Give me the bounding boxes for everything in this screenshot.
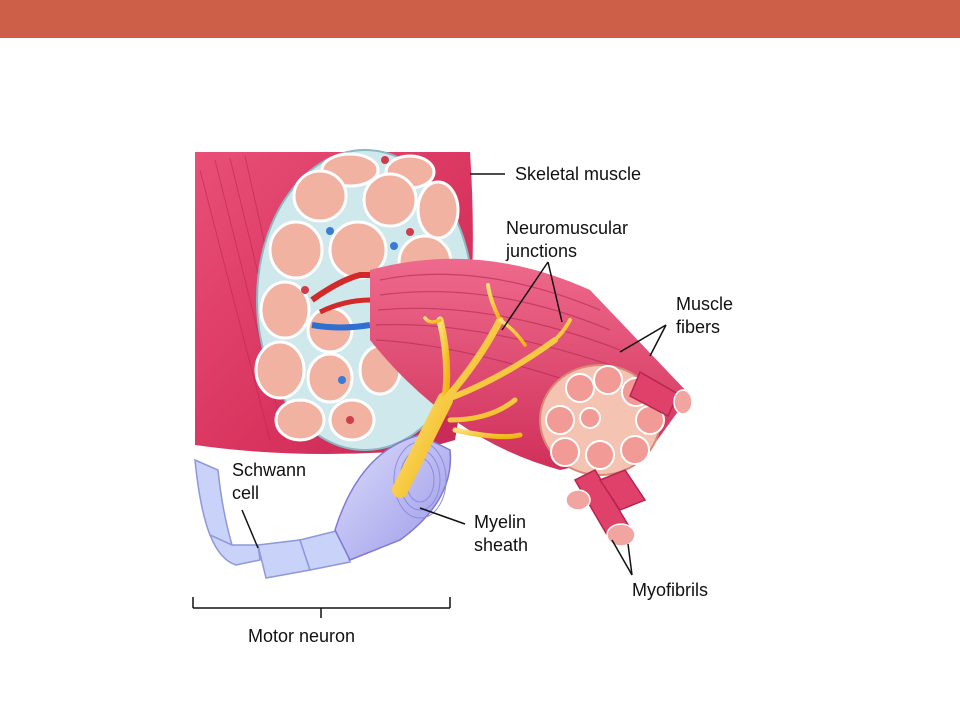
fiber-cross-section — [539, 364, 693, 547]
label-motor-neuron: Motor neuron — [248, 626, 355, 646]
label-muscle-fibers-line2: fibers — [676, 317, 720, 337]
diagram-labels: Skeletal muscle Neuromuscular junctions … — [232, 164, 733, 646]
leader-lines — [192, 173, 667, 618]
label-muscle-fibers-line1: Muscle — [676, 294, 733, 314]
label-neuromuscular-line2: junctions — [505, 241, 577, 261]
label-myelin-line1: Myelin — [474, 512, 526, 532]
label-schwann-line2: cell — [232, 483, 259, 503]
label-skeletal-muscle: Skeletal muscle — [515, 164, 641, 184]
slide-header-bar — [0, 0, 960, 38]
label-neuromuscular-line1: Neuromuscular — [506, 218, 628, 238]
nerve-branches — [392, 283, 572, 498]
label-myelin-line2: sheath — [474, 535, 528, 555]
label-myofibrils: Myofibrils — [632, 580, 708, 600]
label-schwann-line1: Schwann — [232, 460, 306, 480]
motor-neuron-axon — [194, 434, 452, 579]
